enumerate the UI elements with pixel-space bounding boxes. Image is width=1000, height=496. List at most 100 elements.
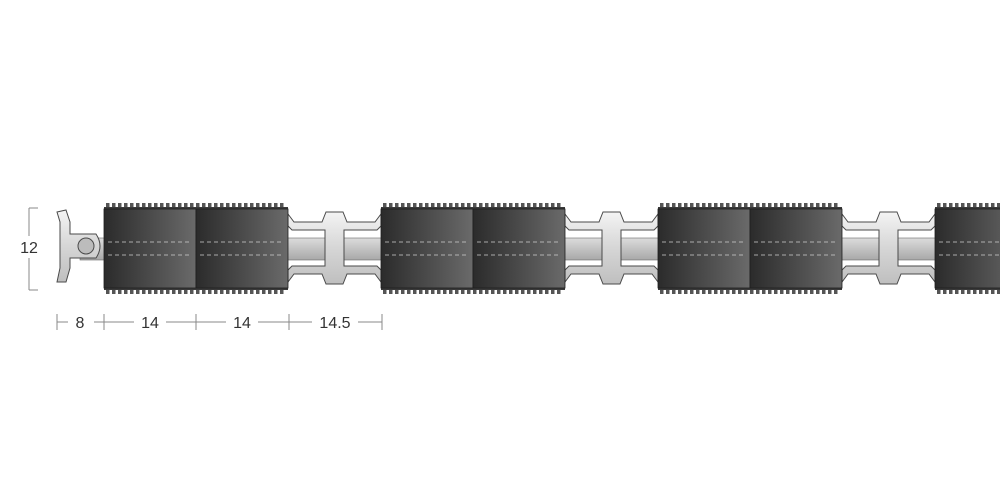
- pad-tooth: [106, 203, 110, 210]
- width-dimensions: 8 14 14 14.5: [56, 312, 383, 332]
- pad-tooth: [196, 203, 200, 210]
- pad-tooth: [244, 287, 248, 294]
- pad-tooth: [449, 203, 453, 210]
- pad-tooth: [166, 287, 170, 294]
- pad-top-edge: [104, 207, 288, 210]
- pad-tooth: [238, 287, 242, 294]
- pad-tooth: [485, 203, 489, 210]
- pad-tooth: [684, 287, 688, 294]
- pad-tooth: [672, 287, 676, 294]
- pad-tooth: [985, 287, 989, 294]
- pad-tooth: [467, 203, 471, 210]
- pad-tooth: [431, 287, 435, 294]
- pad-tooth: [937, 287, 941, 294]
- pad-tooth: [226, 203, 230, 210]
- pad-tooth: [419, 287, 423, 294]
- pad-tooth: [985, 203, 989, 210]
- pad-tooth: [154, 287, 158, 294]
- pad-tooth: [720, 287, 724, 294]
- pad-tooth: [557, 203, 561, 210]
- pad-tooth: [539, 287, 543, 294]
- pad-tooth: [991, 203, 995, 210]
- pad-tooth: [521, 287, 525, 294]
- pad-tooth: [816, 287, 820, 294]
- pad-tooth: [280, 287, 284, 294]
- pad-tooth: [232, 203, 236, 210]
- pad-tooth: [437, 203, 441, 210]
- pad-tooth: [178, 287, 182, 294]
- pad-tooth: [949, 203, 953, 210]
- pad-tooth: [443, 203, 447, 210]
- pad-tooth: [220, 287, 224, 294]
- pad-tooth: [672, 203, 676, 210]
- pad-tooth: [172, 287, 176, 294]
- pad-tooth: [473, 287, 477, 294]
- pad-tooth: [407, 203, 411, 210]
- pad-tooth: [479, 287, 483, 294]
- pad-tooth: [750, 287, 754, 294]
- pad-tooth: [461, 287, 465, 294]
- height-label: 12: [20, 240, 38, 257]
- pad-tooth: [979, 287, 983, 294]
- pad-tooth: [196, 287, 200, 294]
- pad-tooth: [220, 203, 224, 210]
- pad-tooth: [943, 203, 947, 210]
- rubber-pad: [749, 208, 843, 289]
- pad-tooth: [509, 203, 513, 210]
- pad-tooth: [515, 287, 519, 294]
- pad-tooth: [443, 287, 447, 294]
- pad-tooth: [834, 287, 838, 294]
- pad-top-edge: [381, 207, 565, 210]
- pad-tooth: [485, 287, 489, 294]
- pad-tooth: [533, 203, 537, 210]
- pad-tooth: [967, 203, 971, 210]
- pad-tooth: [497, 203, 501, 210]
- pad-tooth: [491, 203, 495, 210]
- pad-tooth: [401, 287, 405, 294]
- pad-tooth: [792, 287, 796, 294]
- pad-tooth: [148, 287, 152, 294]
- pad-tooth: [545, 287, 549, 294]
- pad-tooth: [461, 203, 465, 210]
- pad-tooth: [533, 287, 537, 294]
- pad-tooth: [160, 203, 164, 210]
- pad-tooth: [762, 203, 766, 210]
- pad-tooth: [202, 287, 206, 294]
- pad-tooth: [768, 203, 772, 210]
- pad-tooth: [184, 203, 188, 210]
- pad-tooth: [798, 287, 802, 294]
- width-label-2: 14: [141, 315, 159, 332]
- pad-tooth: [274, 287, 278, 294]
- pad-tooth: [973, 287, 977, 294]
- pad-tooth: [106, 287, 110, 294]
- pad-tooth: [491, 287, 495, 294]
- pad-tooth: [943, 287, 947, 294]
- pad-tooth: [190, 287, 194, 294]
- rubber-pad: [657, 208, 751, 289]
- pad-tooth: [413, 203, 417, 210]
- pad-tooth: [804, 203, 808, 210]
- pad-tooth: [383, 287, 387, 294]
- pad-tooth: [738, 287, 742, 294]
- pad-tooth: [449, 287, 453, 294]
- end-cap-hole: [77, 237, 95, 255]
- pad-tooth: [521, 203, 525, 210]
- pad-tooth: [172, 203, 176, 210]
- pad-tooth: [792, 203, 796, 210]
- pad-tooth: [997, 203, 1000, 210]
- pad-tooth: [690, 203, 694, 210]
- pad-tooth: [503, 203, 507, 210]
- pad-tooth: [822, 203, 826, 210]
- pad-tooth: [828, 203, 832, 210]
- pad-tooth: [551, 287, 555, 294]
- pad-tooth: [262, 203, 266, 210]
- pad-bottom-edge: [381, 287, 565, 290]
- pad-tooth: [190, 203, 194, 210]
- rubber-pad: [103, 208, 197, 289]
- pad-tooth: [178, 203, 182, 210]
- pad-bottom-edge: [935, 287, 1000, 290]
- pad-tooth: [708, 203, 712, 210]
- pad-block: [103, 203, 289, 294]
- pad-tooth: [473, 203, 477, 210]
